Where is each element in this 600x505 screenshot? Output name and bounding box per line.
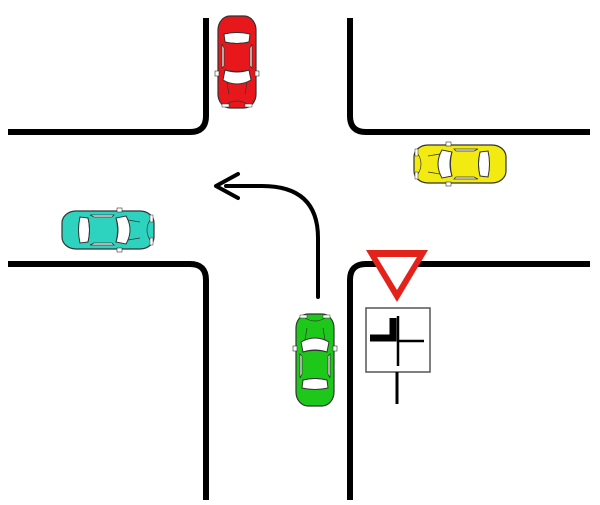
red-car [214, 15, 260, 109]
yellow-car [413, 141, 507, 187]
yield-sign [366, 250, 428, 302]
road-edge-top-right [347, 18, 590, 135]
road-edge-top-left [8, 18, 209, 135]
road-edge-bottom-right [347, 261, 590, 500]
left-turn-arrow [214, 172, 320, 299]
green-car [292, 313, 338, 407]
road-edges [8, 18, 590, 500]
priority-road-plate [365, 307, 431, 373]
road-edge-bottom-left [8, 261, 209, 500]
cyan-car [61, 207, 155, 253]
